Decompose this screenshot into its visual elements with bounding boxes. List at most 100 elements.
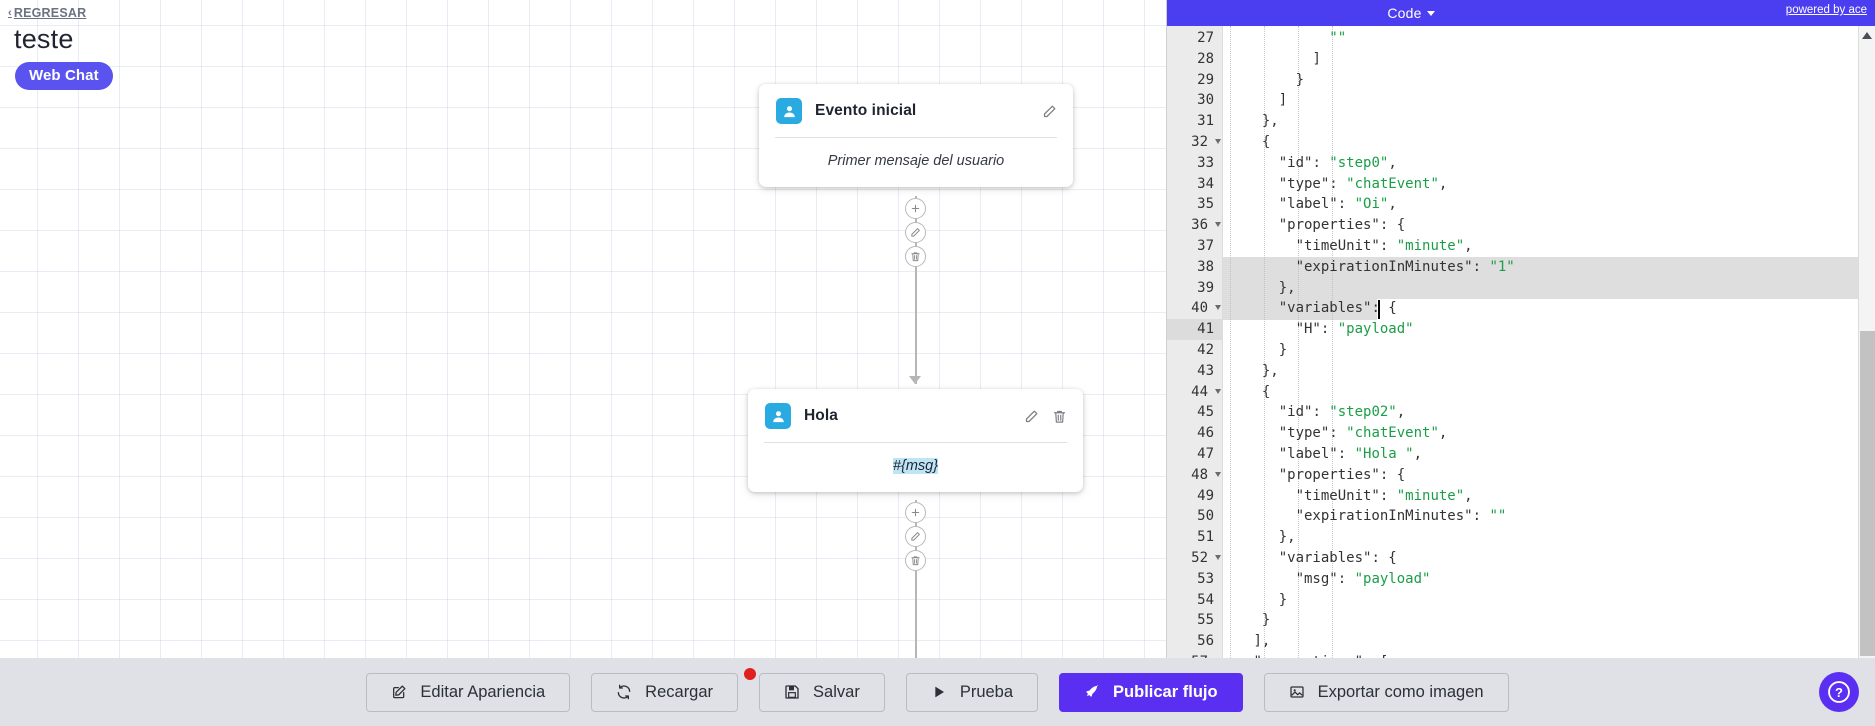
flow-canvas[interactable]: ‹ REGRESAR teste Web Chat Evento inicial…: [0, 0, 1166, 658]
flow-node-hola[interactable]: Hola #{msg}: [748, 389, 1083, 492]
line-number[interactable]: 32: [1167, 132, 1222, 153]
line-number[interactable]: 33: [1197, 154, 1214, 171]
line-number[interactable]: 37: [1197, 237, 1214, 254]
code-line[interactable]: }: [1245, 340, 1875, 361]
code-line[interactable]: "variables": {: [1245, 298, 1875, 319]
code-line[interactable]: "id": "step02",: [1245, 402, 1875, 423]
salvar-button[interactable]: Salvar: [742, 666, 885, 712]
code-line[interactable]: "expirationInMinutes": "": [1245, 506, 1875, 527]
code-line[interactable]: "label": "Oi",: [1245, 194, 1875, 215]
editor-mode-dropdown[interactable]: Code: [1387, 5, 1435, 21]
code-line[interactable]: }: [1245, 610, 1875, 631]
code-line[interactable]: "type": "chatEvent",: [1245, 174, 1875, 195]
code-line[interactable]: "": [1245, 28, 1875, 49]
line-number[interactable]: 57: [1167, 652, 1222, 658]
code-token: "label": [1278, 445, 1338, 462]
line-number[interactable]: 28: [1197, 50, 1214, 67]
line-number[interactable]: 52: [1167, 548, 1222, 569]
line-number[interactable]: 50: [1197, 508, 1214, 525]
line-number[interactable]: 47: [1197, 445, 1214, 462]
code-line[interactable]: "id": "step0",: [1245, 153, 1875, 174]
line-number[interactable]: 38: [1197, 258, 1214, 275]
edit-icon[interactable]: [905, 526, 926, 547]
code-line[interactable]: "H": "payload": [1245, 319, 1875, 340]
line-number[interactable]: 54: [1197, 591, 1214, 608]
fold-toggle-icon[interactable]: [1215, 222, 1221, 228]
line-number[interactable]: 55: [1197, 612, 1214, 629]
delete-icon[interactable]: [905, 246, 926, 267]
code-line[interactable]: ],: [1245, 631, 1875, 652]
line-number[interactable]: 40: [1167, 298, 1222, 319]
line-number[interactable]: 29: [1197, 71, 1214, 88]
editar-apariencia-button[interactable]: Editar Apariencia: [366, 672, 571, 712]
powered-by-link[interactable]: powered by ace: [1785, 4, 1867, 16]
back-link[interactable]: ‹ REGRESAR: [8, 6, 86, 20]
code-line[interactable]: "type": "chatEvent",: [1245, 423, 1875, 444]
code-line[interactable]: },: [1245, 361, 1875, 382]
line-number[interactable]: 56: [1197, 633, 1214, 650]
line-number[interactable]: 42: [1197, 341, 1214, 358]
editor-scrollbar[interactable]: [1858, 26, 1875, 658]
line-number[interactable]: 41: [1167, 319, 1222, 340]
code-line[interactable]: "variables": {: [1245, 548, 1875, 569]
code-content[interactable]: "" ] } ] }, { "id": "step0", "type": "ch…: [1223, 26, 1875, 658]
code-line[interactable]: {: [1245, 132, 1875, 153]
code-line[interactable]: "timeUnit": "minute",: [1245, 236, 1875, 257]
code-line[interactable]: }: [1245, 590, 1875, 611]
line-number[interactable]: 39: [1197, 279, 1214, 296]
code-line[interactable]: "properties": {: [1245, 465, 1875, 486]
fold-toggle-icon[interactable]: [1215, 388, 1221, 394]
code-line[interactable]: "label": "Hola ",: [1245, 444, 1875, 465]
line-number[interactable]: 36: [1167, 215, 1222, 236]
line-number[interactable]: 45: [1197, 404, 1214, 421]
publicar-flujo-button[interactable]: Publicar flujo: [1059, 672, 1243, 712]
line-number[interactable]: 46: [1197, 425, 1214, 442]
code-line[interactable]: "properties": {: [1245, 215, 1875, 236]
code-line[interactable]: ]: [1245, 90, 1875, 111]
code-line[interactable]: "msg": "payload": [1245, 569, 1875, 590]
code-line[interactable]: {: [1245, 382, 1875, 403]
code-line[interactable]: "connections": [: [1245, 652, 1875, 658]
help-button[interactable]: ?: [1819, 672, 1859, 712]
code-line[interactable]: },: [1245, 111, 1875, 132]
edit-icon[interactable]: [1042, 104, 1057, 119]
code-line[interactable]: "timeUnit": "minute",: [1245, 486, 1875, 507]
code-line[interactable]: ]: [1245, 49, 1875, 70]
edit-icon[interactable]: [1024, 409, 1039, 424]
scroll-up-icon[interactable]: [1862, 32, 1872, 39]
code-line[interactable]: }: [1245, 70, 1875, 91]
add-icon[interactable]: [905, 502, 926, 523]
line-number[interactable]: 53: [1197, 570, 1214, 587]
node-inline-actions-2: [905, 502, 926, 571]
fold-toggle-icon[interactable]: [1215, 471, 1221, 477]
fold-toggle-icon[interactable]: [1215, 138, 1221, 144]
line-number[interactable]: 30: [1197, 92, 1214, 109]
line-number[interactable]: 27: [1197, 30, 1214, 46]
line-number[interactable]: 44: [1167, 382, 1222, 403]
line-number[interactable]: 48: [1167, 465, 1222, 486]
line-number[interactable]: 51: [1197, 529, 1214, 546]
line-number[interactable]: 34: [1197, 175, 1214, 192]
fold-toggle-icon[interactable]: [1215, 305, 1221, 311]
flow-node-evento-inicial[interactable]: Evento inicial Primer mensaje del usuari…: [759, 84, 1073, 187]
recargar-button[interactable]: Recargar: [591, 672, 739, 712]
delete-icon[interactable]: [1052, 409, 1067, 424]
edit-icon[interactable]: [905, 222, 926, 243]
exportar-como-imagen-button[interactable]: Exportar como imagen: [1263, 672, 1509, 712]
delete-icon[interactable]: [905, 550, 926, 571]
code-line[interactable]: "expirationInMinutes": "1": [1245, 257, 1875, 278]
code-line[interactable]: },: [1245, 527, 1875, 548]
scrollbar-thumb[interactable]: [1860, 331, 1875, 656]
prueba-button[interactable]: Prueba: [905, 672, 1039, 712]
fold-toggle-icon[interactable]: [1215, 554, 1221, 560]
divider: [775, 137, 1057, 138]
line-number[interactable]: 31: [1197, 113, 1214, 130]
line-number[interactable]: 43: [1197, 362, 1214, 379]
code-line[interactable]: },: [1245, 278, 1875, 299]
line-number[interactable]: 49: [1197, 487, 1214, 504]
line-number[interactable]: 35: [1197, 196, 1214, 213]
add-icon[interactable]: [905, 198, 926, 219]
